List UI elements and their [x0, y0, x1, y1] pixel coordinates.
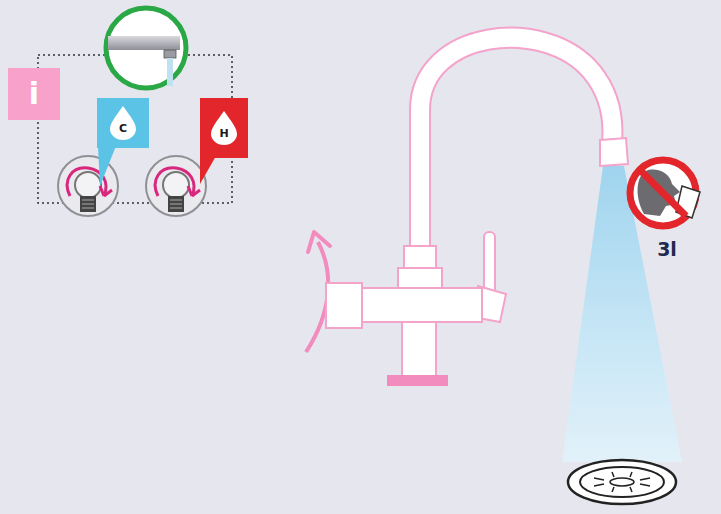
volume-label: 3l — [657, 240, 677, 259]
hot-tag: H — [200, 98, 248, 158]
cold-valve — [58, 156, 118, 216]
cold-tag: C — [97, 98, 149, 148]
no-drinking-sign — [630, 160, 700, 226]
node-text: i — [29, 79, 39, 109]
hot-valve — [146, 156, 206, 216]
water-drop-shape — [211, 111, 237, 145]
node-text: C — [119, 123, 127, 134]
drain — [568, 460, 676, 504]
spout-check-icon — [106, 8, 186, 88]
info-box: i — [8, 68, 60, 120]
hot-tag-pointer — [200, 156, 216, 184]
node-text: H — [219, 128, 228, 139]
faucet — [326, 38, 628, 386]
cold-tag-pointer — [98, 146, 116, 186]
water-drop-shape — [110, 106, 136, 140]
